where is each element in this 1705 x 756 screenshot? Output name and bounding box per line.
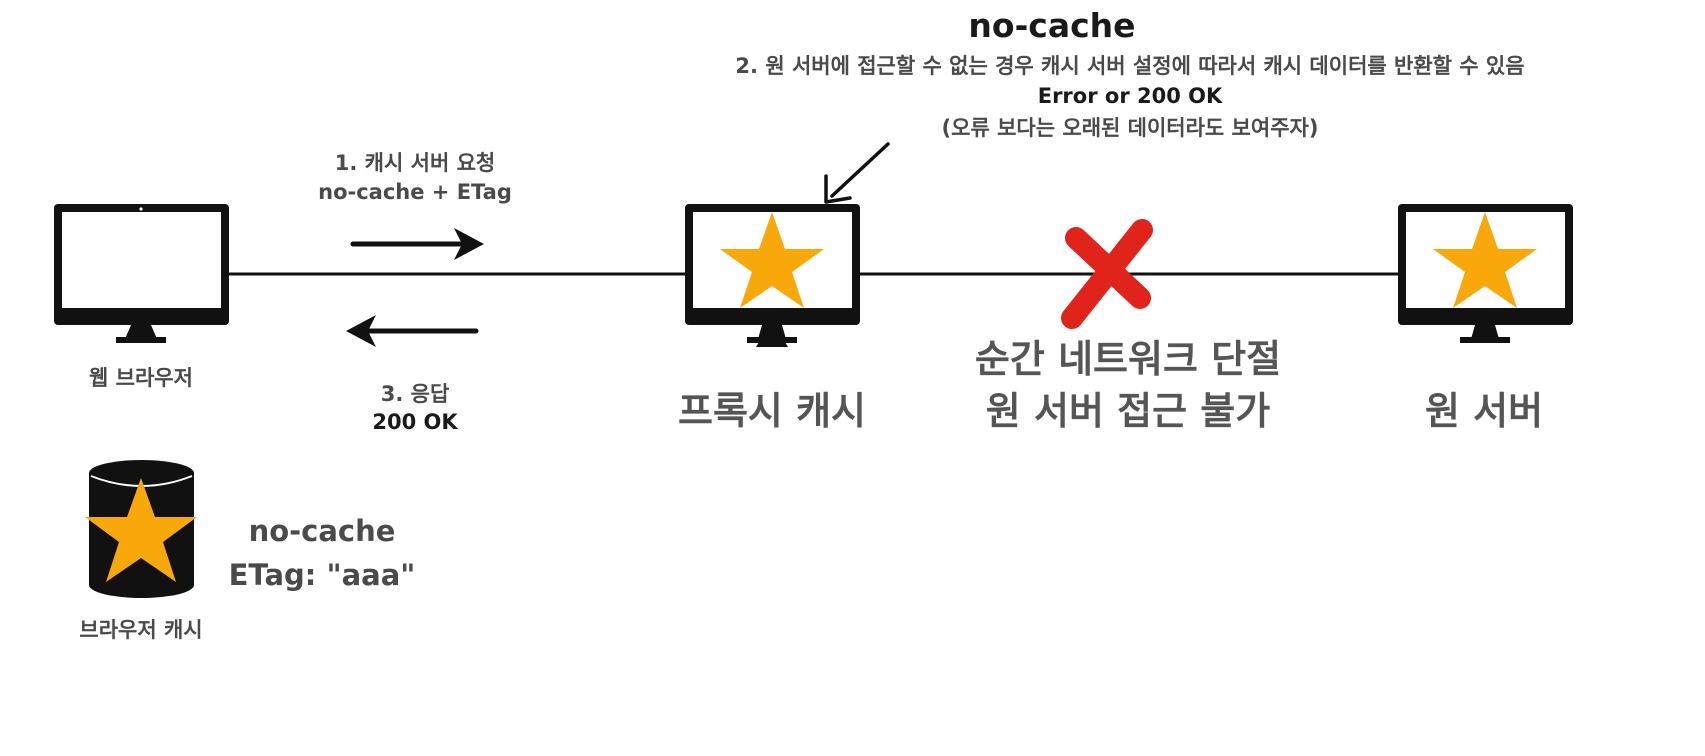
disconnect-cross-icon xyxy=(1061,219,1153,329)
request-arrow-icon xyxy=(350,228,484,260)
star-icon xyxy=(1433,212,1537,308)
browser-monitor-icon xyxy=(54,204,229,343)
star-icon xyxy=(720,212,824,308)
star-icon xyxy=(85,478,197,582)
response-arrow-icon xyxy=(346,315,479,347)
pointer-arrow-icon xyxy=(824,142,890,204)
